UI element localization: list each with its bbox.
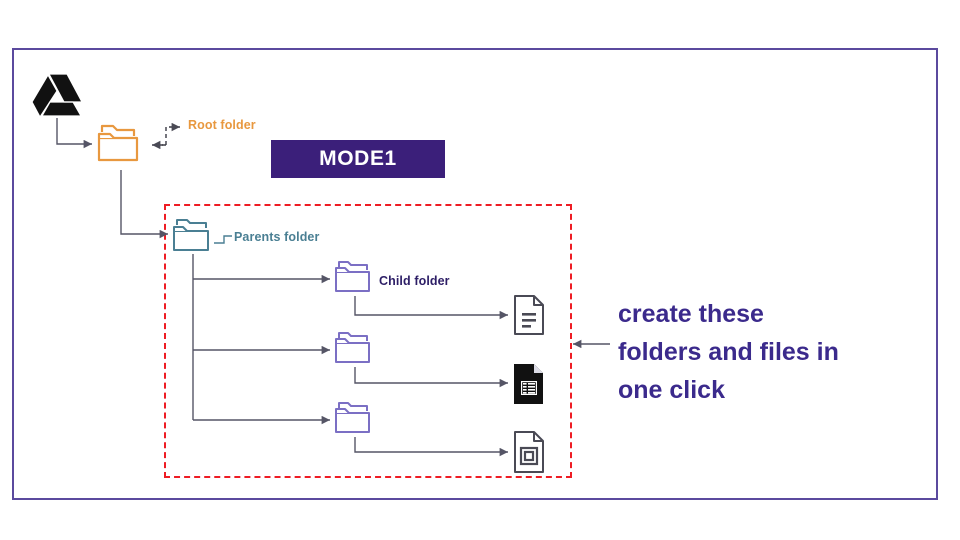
highlight-region [164,204,572,478]
child-folder-icon-1 [332,258,378,303]
root-folder-label: Root folder [188,118,256,132]
parents-folder-label: Parents folder [234,230,320,244]
spreadsheet-file-icon [512,363,546,410]
callout-line-1: create these [618,300,764,328]
root-folder-icon [96,122,148,173]
mode-badge-label: MODE1 [319,147,397,170]
presentation-file-icon [512,430,546,479]
callout-line-3: one click [618,376,725,404]
mode-badge: MODE1 [271,140,445,178]
callout-text: create these folders and files in one cl… [618,295,918,409]
document-file-icon [512,294,546,341]
slide-frame [12,48,938,500]
google-drive-logo [31,72,84,123]
child-folder-icon-2 [332,329,378,374]
callout-line-2: folders and files in [618,338,839,366]
child-folder-icon-3 [332,399,378,444]
child-folder-label: Child folder [379,274,450,288]
parents-folder-icon [170,216,218,263]
